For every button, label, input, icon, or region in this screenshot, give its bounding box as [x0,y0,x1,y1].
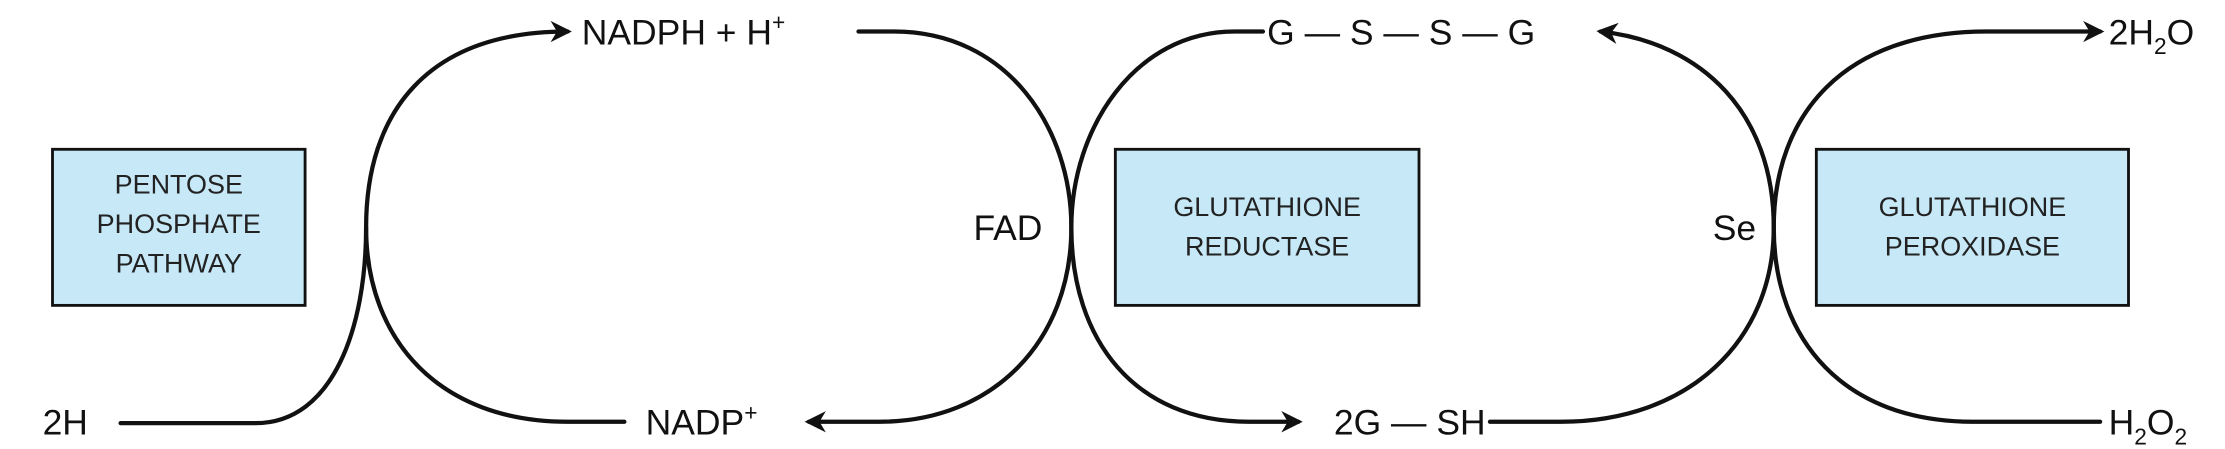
label-hydrogen-peroxide: H2O2 [2109,403,2187,449]
label-water: 2H2O [2109,12,2195,59]
glutathione-reductase-box: GLUTATHIONE REDUCTASE [1113,147,1421,307]
box-line: PENTOSE [115,169,243,199]
box-line: PHOSPHATE [97,209,261,239]
glutathione-peroxidase-box: GLUTATHIONE PEROXIDASE [1814,147,2130,307]
box-line: PATHWAY [116,249,242,279]
label-nadph: NADPH + H+ [582,9,785,52]
arrow-gssg-to-gsh [1069,29,1303,433]
arc-nadp-to-pentose [363,225,627,424]
label-2h: 2H [43,403,88,443]
box-line: GLUTATHIONE [1173,192,1361,222]
label-gssg: G — S — S — G [1267,12,1535,52]
arrow-h2o2-to-water [1771,20,2105,424]
box-line: PEROXIDASE [1885,232,2060,262]
box-line: GLUTATHIONE [1879,192,2067,222]
label-se: Se [1713,208,1756,248]
label-fad: FAD [973,208,1042,248]
pentose-phosphate-pathway-box: PENTOSE PHOSPHATE PATHWAY [51,147,307,307]
label-gsh: 2G — SH [1334,403,1486,443]
label-nadp: NADP+ [646,399,758,442]
box-line: REDUCTASE [1185,232,1349,262]
